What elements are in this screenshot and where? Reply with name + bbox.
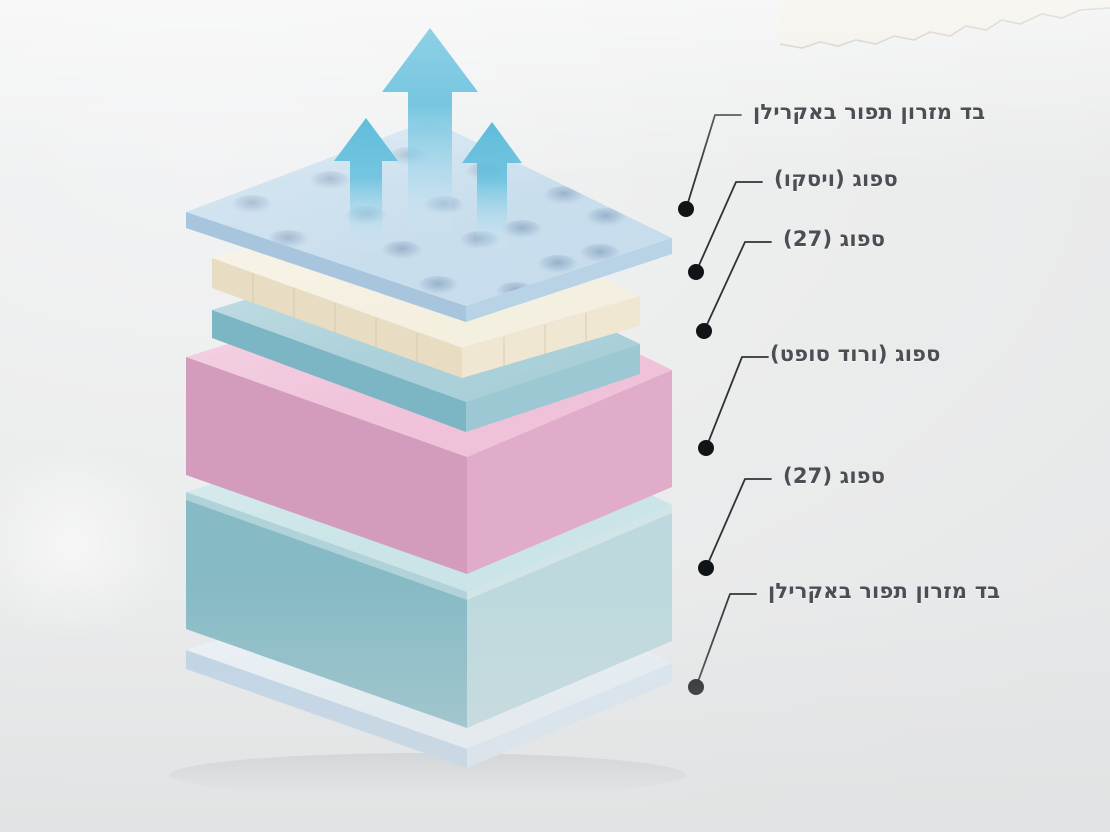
- leader-line-4: [705, 356, 769, 449]
- callout-label-bottom-quilted-fabric: בד מזרון תפור באקרילן: [768, 579, 1001, 603]
- callout-leader-lines: [685, 114, 772, 688]
- callout-dot-5[interactable]: [698, 560, 714, 576]
- leader-line-5: [705, 478, 772, 569]
- callout-dots: [678, 201, 714, 695]
- leader-line-2: [695, 181, 763, 273]
- callout-label-visco-foam: ספוג (ויסקו): [774, 167, 898, 191]
- breathability-arrows: [334, 28, 522, 250]
- callout-dot-6[interactable]: [688, 679, 704, 695]
- leader-line-3: [703, 241, 772, 332]
- callout-dot-3[interactable]: [696, 323, 712, 339]
- ground-shadow: [170, 753, 686, 797]
- callout-label-top-quilted-fabric: בד מזרון תפור באקרילן: [753, 100, 986, 124]
- callout-label-foam-27-lower: ספוג (27): [783, 464, 886, 488]
- callout-dot-1[interactable]: [678, 201, 694, 217]
- callout-label-pink-soft-foam: ספוג (ורוד סופט): [770, 342, 941, 366]
- leader-line-6: [695, 593, 757, 688]
- callout-dot-2[interactable]: [688, 264, 704, 280]
- callout-label-foam-27-upper: ספוג (27): [783, 227, 886, 251]
- leader-line-1: [685, 114, 742, 210]
- callout-dot-4[interactable]: [698, 440, 714, 456]
